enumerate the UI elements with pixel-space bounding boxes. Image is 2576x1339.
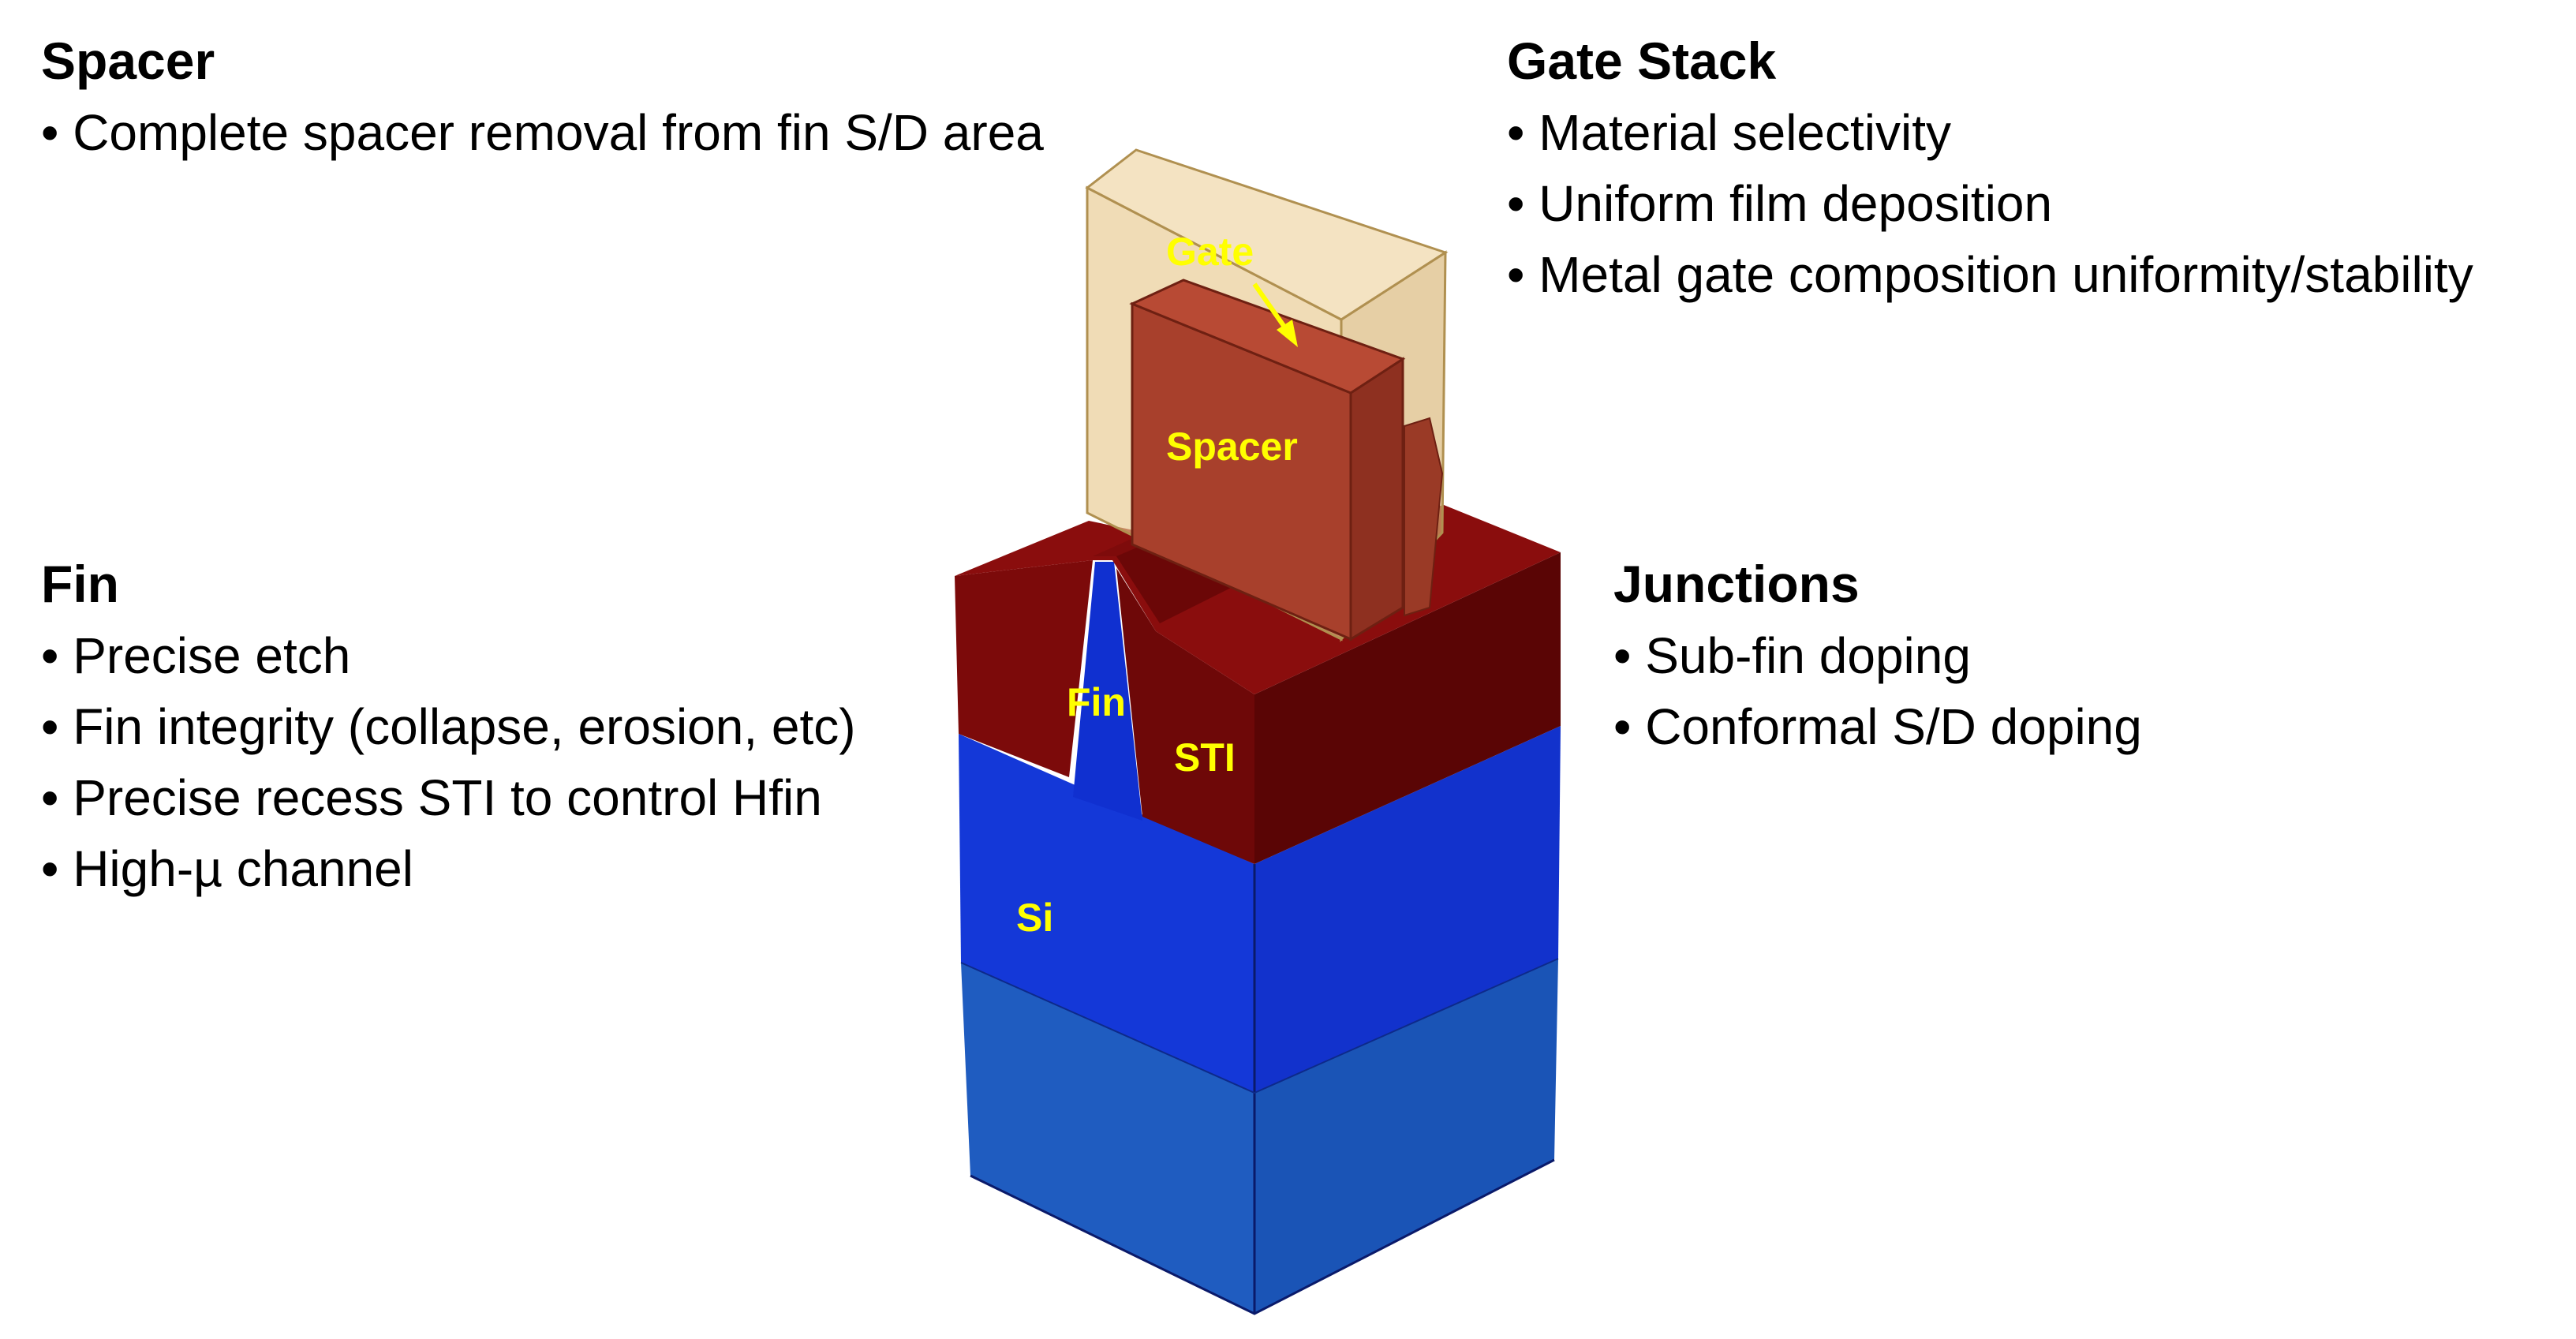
gate-stack-item: Uniform film deposition	[1507, 178, 2473, 229]
spacer-shell-top	[1085, 148, 1449, 321]
gate-label: Gate	[1166, 230, 1254, 274]
gate-side	[1349, 357, 1404, 641]
gate-arrow-head	[1277, 320, 1298, 347]
junctions-section: Junctions Sub-fin doping Conformal S/D d…	[1613, 558, 2142, 752]
gate-top	[1129, 279, 1406, 395]
fin-item: Precise recess STI to control Hfin	[41, 772, 856, 823]
si-left-upper	[959, 734, 1254, 1093]
fin-item: Fin integrity (collapse, erosion, etc)	[41, 701, 855, 752]
fin-section: Fin Precise etch Fin integrity (collapse…	[41, 558, 856, 894]
junctions-item: Conformal S/D doping	[1613, 701, 2142, 752]
fin-list: Precise etch Fin integrity (collapse, er…	[41, 630, 856, 894]
junctions-list: Sub-fin doping Conformal S/D doping	[1613, 630, 2142, 752]
gate-stack-item: Metal gate composition uniformity/stabil…	[1507, 249, 2473, 300]
sti-front-face	[1116, 568, 1254, 864]
si-right-upper	[1254, 726, 1561, 1093]
gate-stack-section: Gate Stack Material selectivity Uniform …	[1507, 35, 2473, 300]
fin-item: High-µ channel	[41, 843, 856, 894]
spacer-section: Spacer Complete spacer removal from fin …	[41, 35, 1044, 158]
gate-arrow	[1252, 282, 1290, 333]
spacer-title: Spacer	[41, 32, 215, 90]
gate-stack-list: Material selectivity Uniform film deposi…	[1507, 107, 2473, 300]
fin-item: Precise etch	[41, 630, 856, 681]
sti-right-face	[1254, 552, 1561, 864]
spacer-item: Complete spacer removal from fin S/D are…	[41, 107, 1044, 158]
si-left-lower	[961, 963, 1254, 1314]
junctions-title: Junctions	[1613, 555, 1860, 613]
gate-stack-item: Material selectivity	[1507, 107, 2473, 158]
junctions-item: Sub-fin doping	[1613, 630, 2142, 681]
fin-title: Fin	[41, 555, 119, 613]
gate-wrap	[1404, 417, 1444, 617]
spacer-label: Spacer	[1166, 425, 1298, 469]
fin-shape	[1073, 562, 1142, 821]
sti-label: STI	[1174, 735, 1236, 780]
sti-left-face-a	[955, 560, 1093, 777]
gate-stack-title: Gate Stack	[1507, 32, 1777, 90]
fin-label: Fin	[1067, 680, 1126, 724]
si-right-lower	[1254, 959, 1558, 1314]
si-label: Si	[1016, 896, 1053, 940]
spacer-list: Complete spacer removal from fin S/D are…	[41, 107, 1044, 158]
